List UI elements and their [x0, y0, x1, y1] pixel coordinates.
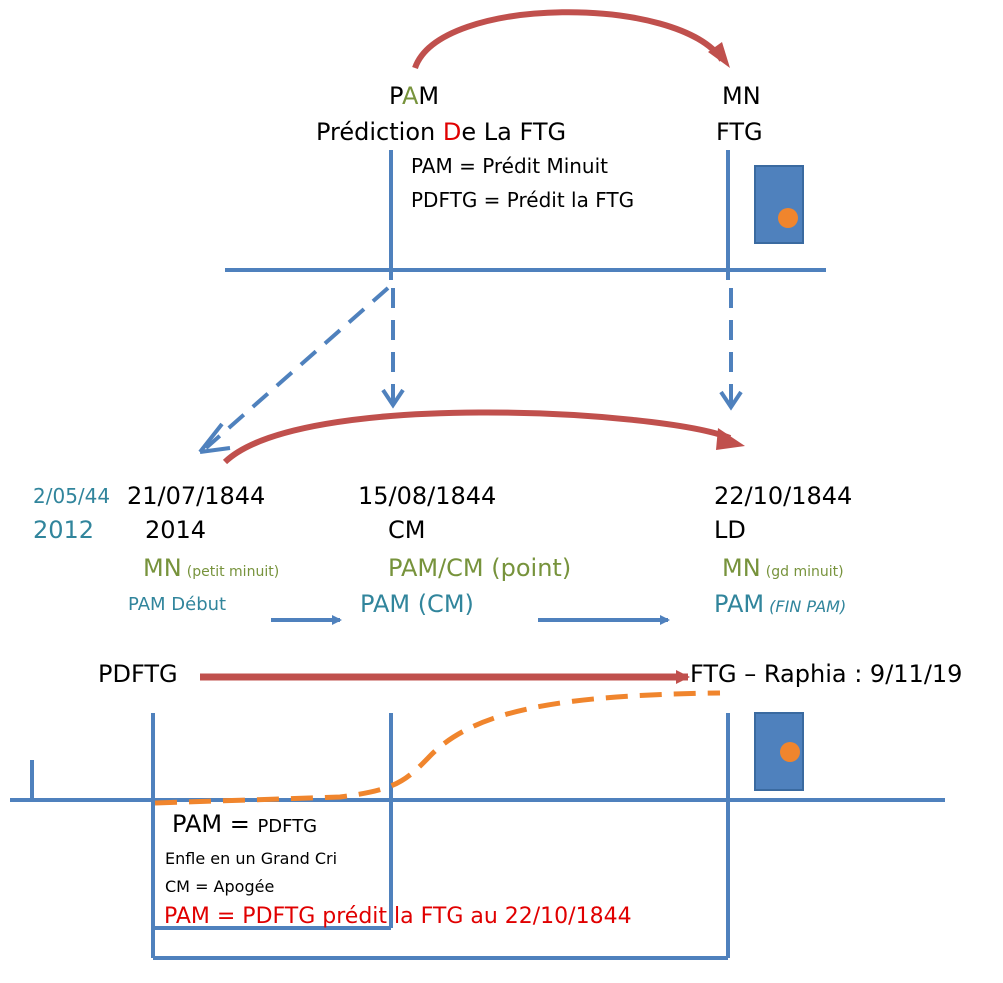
label-ld: LD: [714, 516, 746, 544]
label-pam-eq-pdftg: PAM = PDFTG: [172, 810, 318, 838]
label-year-1: 2014: [145, 516, 207, 544]
dashed-arrow-diagonal: [204, 286, 390, 450]
label-pam-definition: PAM = Prédit Minuit: [411, 154, 609, 178]
top-door-knob: [778, 208, 798, 228]
label-mn-petit: MN (petit minuit): [143, 554, 280, 582]
label-date-0: 2/05/44: [33, 484, 111, 508]
label-prediction: Prédiction De La FTG: [316, 118, 567, 146]
label-pam: PAM: [389, 82, 440, 110]
top-curve-arrow: [412, 9, 725, 70]
top-door-box: [754, 165, 804, 244]
label-red-summary: PAM = PDFTG prédit la FTG au 22/10/1844: [164, 904, 632, 929]
bottom-door-knob: [780, 742, 800, 762]
label-date-3: 22/10/1844: [714, 482, 853, 510]
label-ftg-raphia: FTG – Raphia : 9/11/19: [690, 660, 963, 688]
label-ftg-top: FTG: [716, 118, 763, 146]
top-curve-arrow-head: [708, 42, 730, 68]
label-year-0: 2012: [33, 516, 95, 544]
label-pam-debut: PAM Début: [128, 594, 227, 615]
label-date-1: 21/07/1844: [127, 482, 266, 510]
orange-dashed-curve: [154, 690, 721, 806]
label-mn-gd: MN (gd minuit): [722, 554, 844, 582]
label-date-2: 15/08/1844: [358, 482, 497, 510]
label-enfle: Enfle en un Grand Cri: [165, 849, 338, 868]
label-pam-cm-point: PAM/CM (point): [388, 554, 572, 582]
label-cm: CM: [388, 516, 426, 544]
label-mn-top: MN: [722, 82, 761, 110]
label-pam-fin: PAM (FIN PAM): [714, 590, 847, 618]
label-pam-cm: PAM (CM): [360, 590, 474, 618]
middle-curve-arrow: [222, 409, 732, 465]
label-pdftg: PDFTG: [98, 660, 178, 688]
label-pdftg-definition: PDFTG = Prédit la FTG: [411, 188, 635, 212]
label-cm-apogee: CM = Apogée: [165, 877, 275, 896]
